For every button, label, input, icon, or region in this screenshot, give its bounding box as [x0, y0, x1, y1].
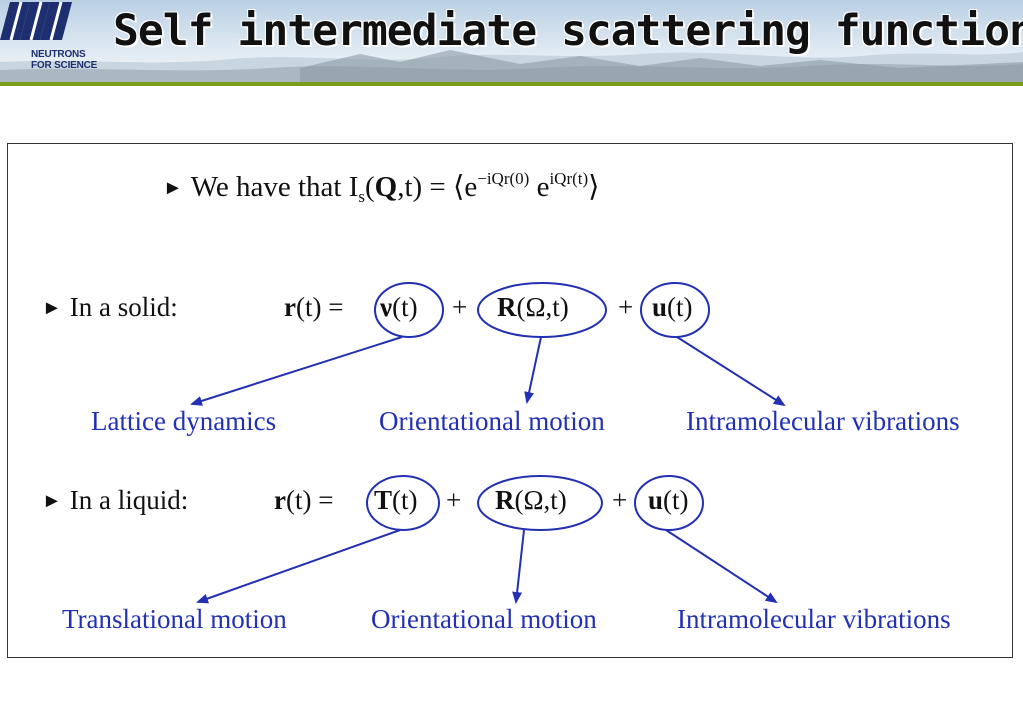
arrow-to-lattice-dynamics — [190, 336, 403, 406]
label-orientational-motion-liquid: Orientational motion — [371, 604, 597, 634]
liquid-plus-2: + — [612, 485, 628, 515]
liquid-row-label: ►In a liquid: — [42, 485, 189, 515]
solid-plus-2: + — [618, 292, 634, 322]
liquid-plus-1: + — [446, 485, 462, 515]
ill-logo-icon — [0, 1, 72, 41]
label-intramolecular-vibrations-solid: Intramolecular vibrations — [686, 406, 960, 436]
solid-row-label: ►In a solid: — [42, 292, 178, 322]
logo-text-line2: FOR SCIENCE — [31, 60, 98, 71]
ellipse-solid-u — [640, 282, 710, 338]
solid-term-r-omega: R(Ω,t) — [497, 292, 569, 322]
formula-line-intermediate-scattering: ►We have that Is(Q,t) = ⟨e−iQr(0) eiQr(t… — [163, 169, 600, 206]
ellipse-liquid-t — [366, 475, 440, 531]
header-banner: NEUTRONS FOR SCIENCE Self intermediate s… — [0, 0, 1023, 82]
arrow-to-intramolecular-vibrations-solid — [676, 336, 786, 407]
arrow-to-intramolecular-vibrations-liquid — [665, 529, 778, 604]
ellipse-solid-nu — [374, 282, 444, 338]
bullet-icon: ► — [163, 177, 183, 199]
banner-background — [0, 0, 1023, 82]
liquid-r-equals: r(t) = — [274, 485, 334, 515]
label-intramolecular-vibrations-liquid: Intramolecular vibrations — [677, 604, 951, 634]
ellipse-solid-r-omega — [477, 282, 607, 338]
arrow-to-orientational-motion-solid — [524, 336, 542, 404]
slide-title: Self intermediate scattering function — [113, 6, 1023, 56]
arrow-to-translational-motion — [196, 529, 401, 604]
solid-plus-1: + — [452, 292, 468, 322]
logo-text-line1: NEUTRONS — [31, 49, 86, 60]
label-lattice-dynamics: Lattice dynamics — [91, 406, 277, 436]
label-orientational-motion-solid: Orientational motion — [379, 406, 605, 436]
bullet-icon: ► — [42, 490, 62, 512]
solid-term-nu: ν(t) — [380, 292, 418, 322]
content-frame — [7, 143, 1013, 658]
liquid-term-r-omega: R(Ω,t) — [495, 485, 567, 515]
arrow-to-orientational-motion-liquid — [512, 529, 525, 604]
solid-r-equals: r(t) = — [284, 292, 344, 322]
bullet-icon: ► — [42, 297, 62, 319]
label-translational-motion: Translational motion — [62, 604, 287, 634]
solid-term-u: u(t) — [652, 292, 693, 322]
liquid-term-u: u(t) — [648, 485, 689, 515]
ellipse-liquid-u — [634, 475, 704, 531]
header-divider — [0, 82, 1023, 86]
liquid-term-t: T(t) — [374, 485, 418, 515]
ellipse-liquid-r-omega — [477, 475, 603, 531]
